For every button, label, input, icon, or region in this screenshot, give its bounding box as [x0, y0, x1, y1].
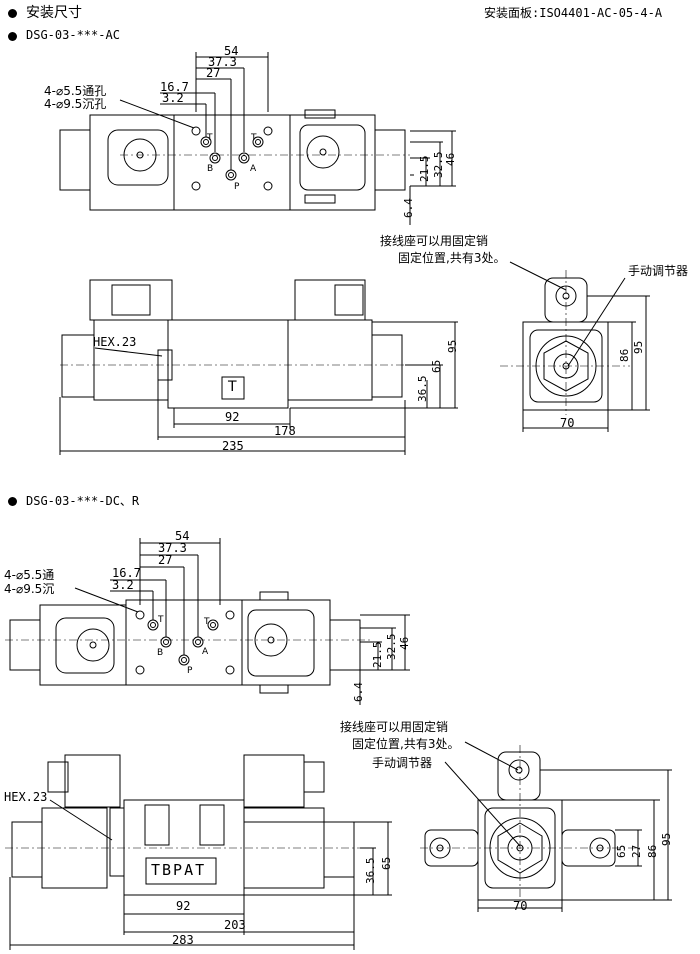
dim-95-side: 95 [446, 339, 459, 353]
bullet-icon [8, 32, 17, 41]
model-dc-title: DSG-03-***-DC、R [26, 494, 140, 508]
dim-95-end: 95 [632, 340, 645, 354]
dim-6-4-dc: 6.4 [352, 682, 365, 702]
tbpat-label: TBPAT [151, 861, 207, 879]
dc-end-view [420, 741, 672, 912]
dim-65-side-dc: 65 [380, 856, 393, 870]
dim-16-7: 16.7 [160, 80, 189, 94]
dim-27: 27 [206, 66, 221, 80]
hole-note-counterbore: 4-⌀9.5沉孔 [44, 97, 107, 111]
model-ac-title: DSG-03-***-AC [26, 28, 120, 42]
dim-3-2: 3.2 [162, 91, 184, 105]
dim-92: 92 [225, 410, 240, 424]
ac-plan-view [59, 52, 456, 225]
dim-27-end-dc: 27 [630, 844, 643, 858]
hole-note-through-dc: 4-⌀5.5通 [4, 568, 55, 582]
dim-86-end: 86 [618, 348, 631, 362]
hole-note-through: 4-⌀5.5通孔 [44, 84, 107, 98]
dim-203-dc: 203 [224, 918, 246, 932]
dc-plan-view [5, 538, 410, 705]
dim-32-5: 32.5 [432, 151, 445, 179]
dim-27-dc: 27 [158, 553, 173, 567]
dim-6-4: 6.4 [402, 198, 415, 218]
dim-37-3: 37.3 [208, 55, 237, 69]
dim-95-end-dc: 95 [660, 832, 673, 846]
dim-54-dc: 54 [175, 529, 190, 543]
port-label-t1-dc: T [158, 615, 164, 625]
tank-label: T [228, 379, 237, 395]
mounting-face-label: 安装面板:ISO4401-AC-05-4-A [484, 6, 663, 20]
port-label-b-dc: B [157, 648, 164, 658]
dim-235: 235 [222, 439, 244, 453]
port-label-a-dc: A [202, 647, 209, 657]
connector-note-line2-dc: 固定位置,共有3处。 [352, 737, 460, 751]
dim-283-dc: 283 [172, 933, 194, 947]
dim-70-end: 70 [560, 416, 575, 430]
manual-override-label-dc: 手动调节器 [372, 756, 433, 770]
connector-note-line2: 固定位置,共有3处。 [398, 251, 506, 265]
connector-note-line1: 接线座可以用固定销 [380, 234, 489, 248]
dim-32-5-dc: 32.5 [385, 633, 398, 661]
dim-21-5-dc: 21.5 [371, 641, 384, 669]
dim-65-end-dc: 65 [615, 844, 628, 858]
dim-65-side: 65 [430, 359, 443, 373]
dim-21-5: 21.5 [418, 155, 431, 183]
hole-note-counterbore-dc: 4-⌀9.5沉 [4, 582, 55, 596]
connector-note-line1-dc: 接线座可以用固定销 [340, 720, 449, 734]
manual-override-label: 手动调节器 [628, 264, 689, 278]
ac-side-view [59, 279, 458, 455]
ac-end-view [500, 261, 650, 432]
dim-3-2-dc: 3.2 [112, 578, 134, 592]
bullet-icon [8, 9, 17, 18]
port-label-p-dc: P [187, 666, 193, 676]
port-label-t1: T [207, 133, 213, 143]
dim-92-dc: 92 [176, 899, 191, 913]
dim-16-7-dc: 16.7 [112, 566, 141, 580]
dim-36-5-side: 36.5 [416, 375, 429, 403]
page-title: 安装尺寸 [26, 5, 82, 21]
port-label-b: B [207, 164, 214, 174]
port-label-a: A [250, 164, 257, 174]
bullet-icon [8, 497, 17, 506]
dim-36-5-side-dc: 36.5 [364, 857, 377, 885]
port-label-p: P [234, 182, 240, 192]
dim-86-end-dc: 86 [646, 844, 659, 858]
dim-37-3-dc: 37.3 [158, 541, 187, 555]
port-label-t2-dc: T [204, 617, 210, 627]
dim-54: 54 [224, 44, 239, 58]
dim-70-end-dc: 70 [513, 899, 528, 913]
dim-46: 46 [444, 152, 457, 166]
dc-side-view [5, 754, 392, 950]
dim-46-dc: 46 [398, 636, 411, 650]
port-label-t2: T [251, 133, 257, 143]
hex-label: HEX.23 [93, 335, 137, 349]
dim-178: 178 [274, 424, 296, 438]
hex-label-dc: HEX.23 [4, 790, 48, 804]
